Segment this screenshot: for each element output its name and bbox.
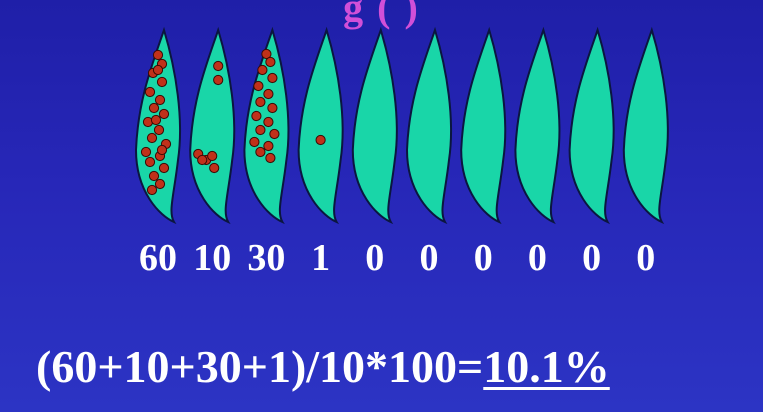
disease-spot [255, 96, 266, 108]
disease-spot [140, 146, 152, 158]
leaf-count-label: 10 [193, 237, 232, 279]
disease-spot [265, 152, 276, 164]
disease-spot [255, 124, 266, 136]
leaf-count-label: 0 [365, 237, 385, 279]
disease-spot [144, 86, 156, 98]
leaf-shape [514, 26, 561, 225]
slide-title-fragment: g ( ) [343, 0, 420, 30]
disease-spot [152, 64, 164, 76]
disease-spot [261, 48, 272, 60]
disease-spot [150, 114, 162, 126]
disease-spot [257, 64, 268, 76]
disease-spot [144, 156, 156, 168]
disease-spot [269, 128, 280, 140]
leaf-shape [405, 26, 453, 225]
disease-spot [207, 150, 218, 162]
disease-spot [156, 144, 168, 156]
leaf [405, 26, 453, 225]
disease-spot [153, 124, 165, 136]
disease-spot [156, 76, 168, 88]
disease-spot [146, 184, 158, 196]
leaf-shape [568, 26, 615, 225]
disease-spot [267, 72, 278, 84]
disease-spot [213, 60, 224, 72]
leaf [460, 26, 507, 225]
leaf-count-label: 0 [473, 237, 493, 279]
formula-expression: (60+10+30+1)/10*100= [36, 341, 484, 392]
leaf-shape [297, 26, 344, 225]
disease-spot [267, 102, 278, 114]
leaf [189, 26, 236, 225]
leaf-shape [460, 26, 507, 225]
leaf-shape [351, 26, 398, 225]
leaf [568, 26, 615, 225]
leaf-shape [189, 26, 236, 225]
disease-spot [253, 80, 264, 92]
disease-spot [158, 162, 170, 174]
disease-spot [148, 170, 160, 182]
disease-spot [315, 134, 326, 146]
leaf-count-label: 0 [527, 237, 547, 279]
leaf [351, 26, 398, 225]
disease-spot [152, 49, 164, 61]
leaf [243, 26, 290, 225]
leaf [622, 26, 669, 225]
leaf-shape [622, 26, 669, 225]
disease-spot [249, 136, 260, 148]
disease-spot [263, 88, 274, 100]
formula-result: 10.1% [483, 341, 610, 392]
disease-spot [197, 154, 208, 166]
leaf-count-label: 0 [582, 237, 602, 279]
leaf-count-label: 1 [311, 237, 331, 279]
disease-spot [265, 56, 276, 68]
disease-spot [146, 132, 158, 144]
leaf [297, 26, 344, 225]
disease-spot [263, 116, 274, 128]
disease-spot [154, 94, 166, 106]
disease-spot [213, 74, 224, 86]
leaf-count-label: 30 [247, 237, 286, 279]
leaf [134, 26, 182, 225]
disease-spot [148, 102, 160, 114]
disease-spot [154, 178, 166, 190]
disease-spot [158, 108, 170, 120]
disease-spot [251, 110, 262, 122]
disease-spot [209, 162, 220, 174]
leaf-count-label: 0 [636, 237, 656, 279]
severity-formula: (60+10+30+1)/10*100=10.1% [36, 340, 610, 393]
leaf [514, 26, 561, 225]
leaf-count-label: 0 [419, 237, 439, 279]
leaf-count-label: 60 [139, 237, 177, 279]
disease-spot [255, 146, 266, 158]
disease-spot [263, 140, 274, 152]
